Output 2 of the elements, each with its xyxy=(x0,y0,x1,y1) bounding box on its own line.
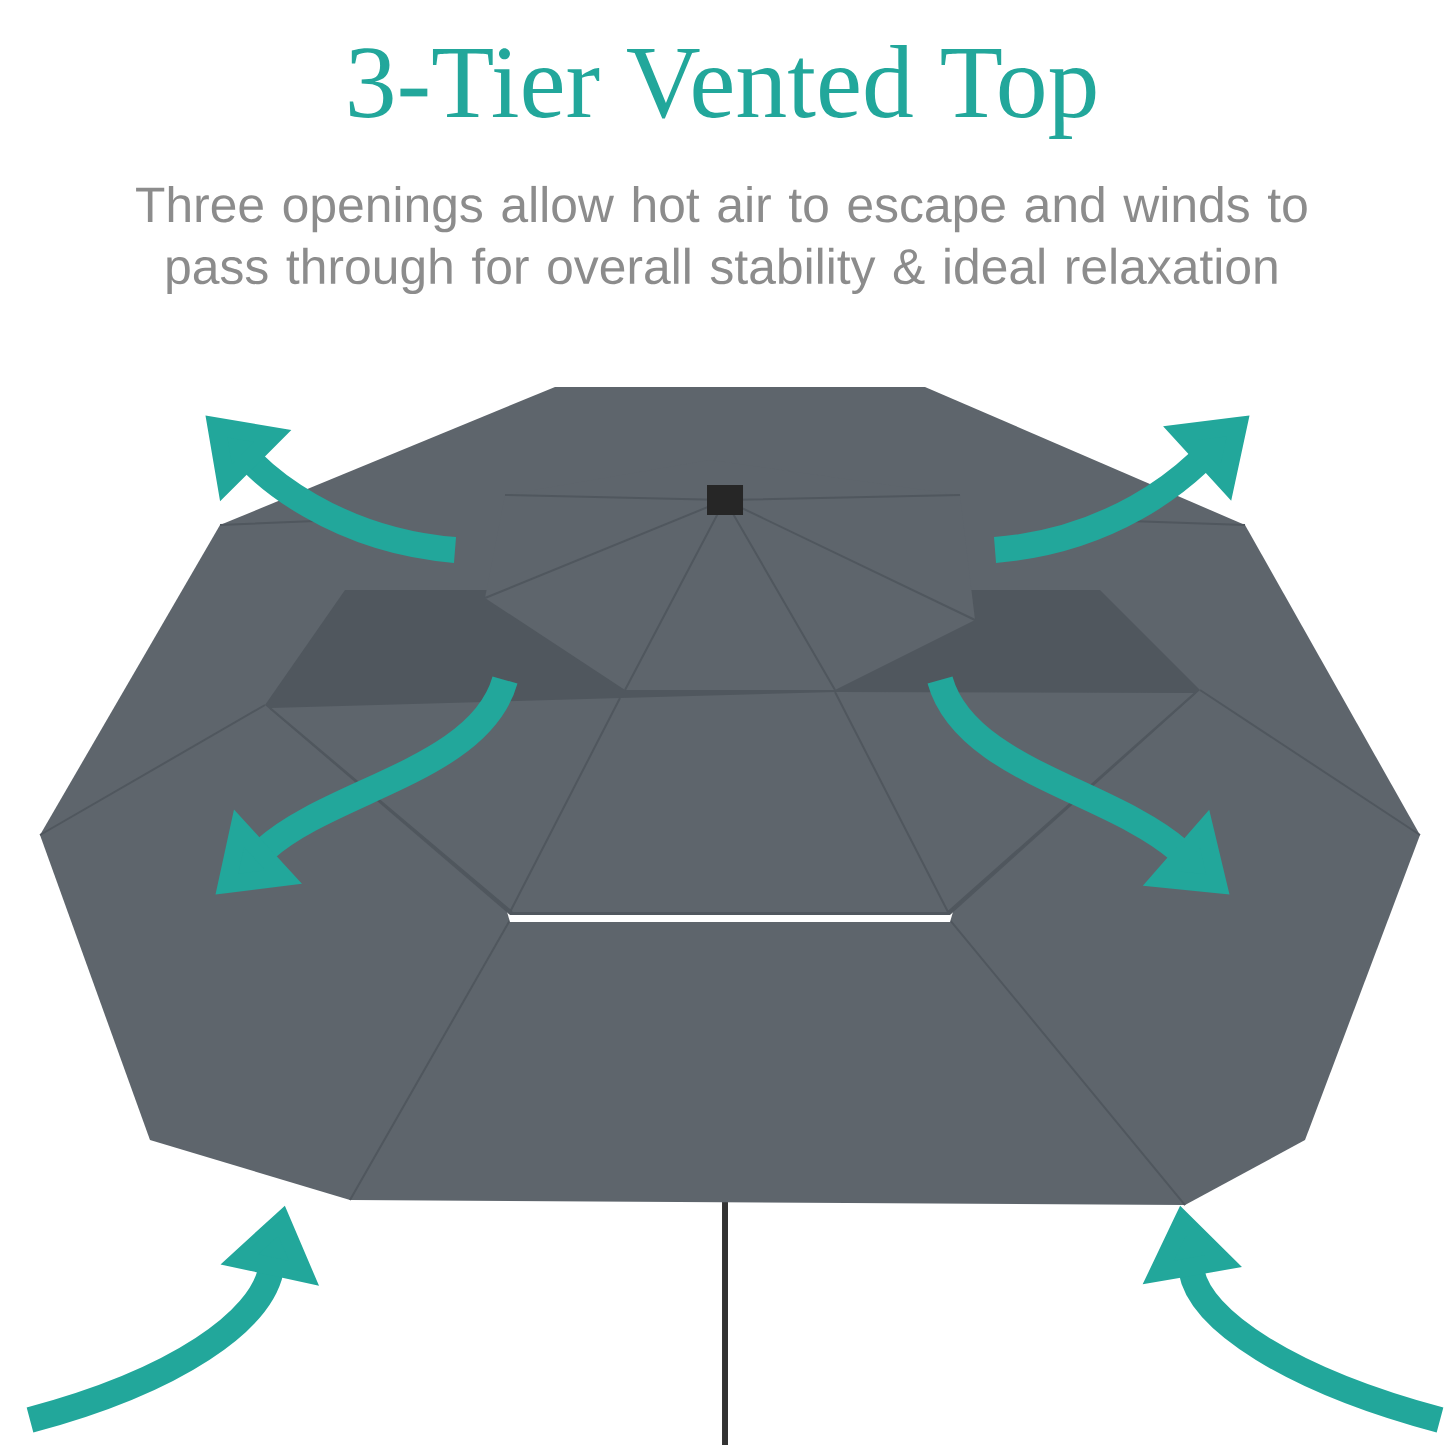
subtitle: Three openings allow hot air to escape and winds to pass through for overall stability & ideal relaxation xyxy=(136,185,1307,295)
title: 3-Tier Vented Top xyxy=(349,45,1096,139)
